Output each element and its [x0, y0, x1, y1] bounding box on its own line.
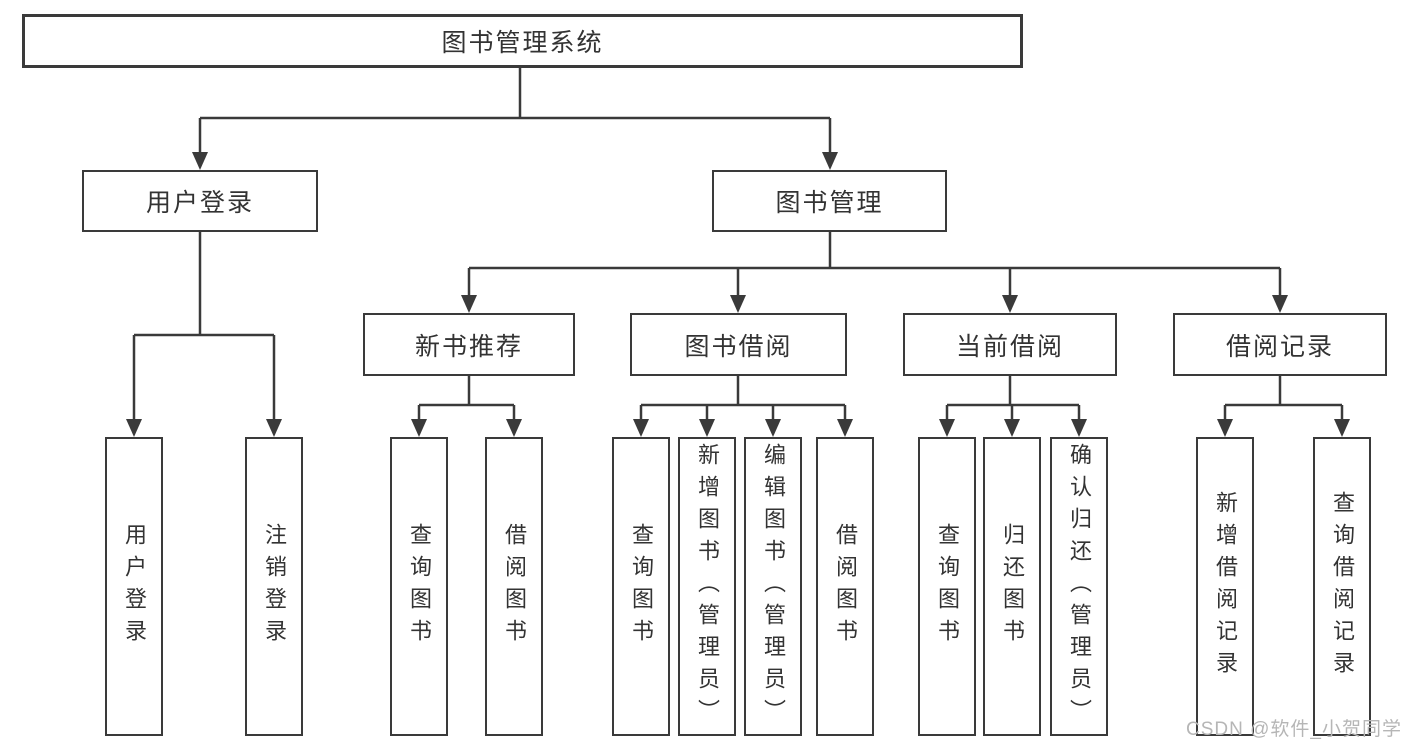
leaf-query-borrow-record: 查询借阅记录 [1313, 437, 1371, 736]
leaf-user-login: 用户登录 [105, 437, 163, 736]
leaf-return-books: 归还图书 [983, 437, 1041, 736]
node-library-management-system: 图书管理系统 [22, 14, 1023, 68]
leaf-query-books-borrowing: 查询图书 [612, 437, 670, 736]
leaf-add-books-admin: 新增图书（管理员） [678, 437, 736, 736]
node-borrowing-records: 借阅记录 [1173, 313, 1387, 376]
leaf-add-borrow-record: 新增借阅记录 [1196, 437, 1254, 736]
leaf-query-books-current: 查询图书 [918, 437, 976, 736]
node-book-borrowing: 图书借阅 [630, 313, 847, 376]
csdn-watermark: CSDN @软件_小贺同学 [1186, 719, 1402, 740]
node-new-book-recommendation: 新书推荐 [363, 313, 575, 376]
node-current-borrowing: 当前借阅 [903, 313, 1117, 376]
leaf-borrow-books-recommend: 借阅图书 [485, 437, 543, 736]
node-book-management-group: 图书管理 [712, 170, 947, 232]
leaf-confirm-return-admin: 确认归还（管理员） [1050, 437, 1108, 736]
arrowheads [126, 152, 1350, 437]
node-user-login-group: 用户登录 [82, 170, 318, 232]
leaf-logout: 注销登录 [245, 437, 303, 736]
leaf-query-books-recommend: 查询图书 [390, 437, 448, 736]
leaf-edit-books-admin: 编辑图书（管理员） [744, 437, 802, 736]
leaf-borrow-books-borrowing: 借阅图书 [816, 437, 874, 736]
